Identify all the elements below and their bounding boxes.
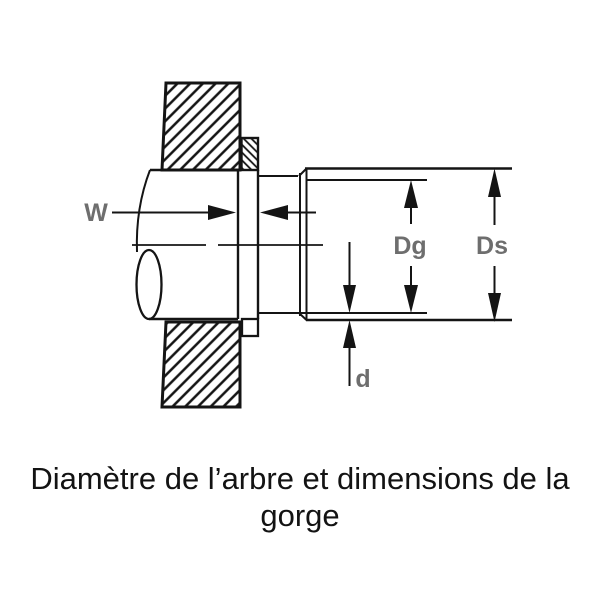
figure-caption-line2: gorge	[260, 498, 340, 533]
w-left-arrow-icon	[260, 205, 288, 220]
retaining-ring-top-section	[240, 136, 260, 172]
dg-down-arrow-icon	[404, 285, 418, 313]
dg-dimension: Dg	[393, 180, 427, 313]
d-up-arrow-icon	[343, 320, 356, 348]
ds-up-arrow-icon	[488, 168, 501, 197]
ds-down-arrow-icon	[488, 293, 501, 322]
retaining-ring-bottom-section	[240, 317, 260, 338]
dg-up-arrow-icon	[404, 180, 418, 208]
ds-label: Ds	[476, 232, 508, 260]
figure-caption: Diamètre de l’arbre et dimensions de la …	[0, 460, 600, 534]
ds-dimension: Ds	[476, 168, 508, 322]
technical-diagram: W Dg Ds d	[84, 81, 512, 409]
w-right-arrow-icon	[208, 205, 236, 220]
dg-label: Dg	[393, 232, 426, 260]
shaft-break-curve	[135, 169, 151, 253]
d-label: d	[355, 365, 370, 393]
d-dimension: d	[343, 242, 371, 393]
shaft-left-section	[135, 168, 238, 321]
housing-top-section	[160, 81, 242, 172]
d-down-arrow-icon	[343, 285, 356, 313]
shaft-break-ellipse	[135, 248, 163, 321]
housing-bottom-section	[160, 320, 242, 409]
figure-caption-line1: Diamètre de l’arbre et dimensions de la	[30, 461, 570, 496]
w-label: W	[84, 199, 108, 227]
w-dimension: W	[84, 199, 316, 227]
